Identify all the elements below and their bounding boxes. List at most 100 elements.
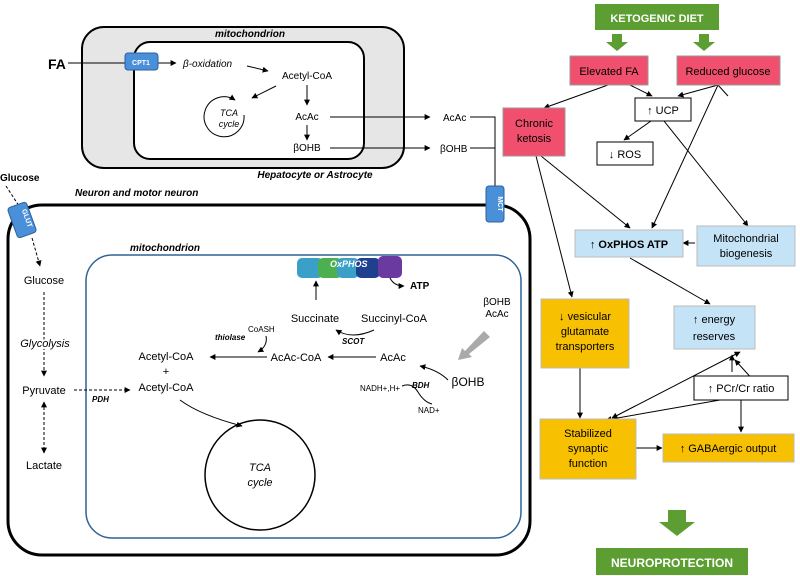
neuron-mitochondrion [85, 254, 522, 539]
tca-l1: TCA [249, 462, 271, 474]
scot-label: SCOT [342, 337, 365, 346]
grey-entry-arrow [458, 331, 490, 360]
tca-l2: cycle [247, 477, 272, 489]
pcr-label: ↑ PCr/Cr ratio [708, 383, 775, 395]
glucose-top-label: Glucose [0, 173, 40, 184]
green-down-arrow-bottom [659, 510, 695, 536]
bohb-out-label: βOHB [440, 144, 468, 155]
glycolysis-label: Glycolysis [20, 338, 70, 350]
oxphos-atp-label: ↑ OxPHOS ATP [590, 239, 668, 251]
mito-bio-l1: Mitochondrial [713, 233, 778, 245]
vesicular-l2: glutamate [561, 326, 609, 338]
bdh-arrow [419, 364, 449, 381]
stab-l3: function [569, 458, 608, 470]
elevated-fa-box [569, 55, 649, 86]
acetyl-coa-a: Acetyl-CoA [138, 351, 194, 363]
hep-acac: AcAc [295, 112, 318, 123]
acetyl-to-tca-arrow [251, 85, 277, 99]
coash-label: CoASH [248, 325, 275, 334]
reduced-glucose-label: Reduced glucose [685, 66, 770, 78]
mito-bio-l2: biogenesis [720, 248, 773, 260]
nadh-label: NADH+,H+ [360, 384, 400, 393]
vesicular-l3: transporters [556, 341, 615, 353]
glut-transporter [7, 201, 37, 239]
neuron-mito-title: mitochondrion [130, 243, 200, 254]
glucose-label: Glucose [24, 275, 64, 287]
green-down-arrow-left [606, 34, 628, 51]
coash-curve [257, 335, 267, 353]
oxphos-label: OxPHOS [330, 259, 368, 269]
reduced-glucose-box [676, 55, 781, 86]
neuron-title: Neuron and motor neuron [75, 188, 198, 199]
gaba-label: ↑ GABAergic output [680, 443, 777, 455]
neuron-tca-cycle [204, 419, 316, 531]
hep-bohb: βOHB [293, 143, 321, 154]
hep-tca-cycle [203, 94, 245, 138]
glucose-entry-line [5, 185, 20, 207]
mito-biogenesis-box [696, 225, 796, 267]
vesicular-box [540, 298, 630, 369]
cpt1-transporter [124, 52, 159, 71]
energy-l1: ↑ energy [693, 314, 736, 326]
chronic-ketosis-box [502, 107, 566, 157]
mct-transporter [485, 185, 505, 223]
pyruvate-label: Pyruvate [22, 385, 65, 397]
acac-inner-label: AcAc [380, 352, 406, 364]
hep-acetyl-coa: Acetyl-CoA [282, 71, 332, 82]
bohb-inner-label: βOHB [452, 375, 485, 389]
mct-label: MCT [496, 196, 503, 212]
chronic-l1: Chronic [515, 118, 553, 130]
stab-l2: synaptic [568, 443, 609, 455]
ucp-label: ↑ UCP [647, 105, 679, 117]
acac-coa-label: AcAc-CoA [271, 352, 322, 364]
lactate-label: Lactate [26, 460, 62, 472]
ketogenic-diet-box [595, 4, 719, 30]
thiolase-label: thiolase [215, 333, 246, 342]
hepatocyte-mitochondrion [133, 41, 365, 160]
elevated-fa-label: Elevated FA [579, 66, 639, 78]
pdh-label: PDH [92, 395, 109, 404]
green-down-arrow-right [693, 34, 715, 51]
beta-oxidation-label: β-oxidation [182, 59, 233, 70]
oxphos-complexes [297, 256, 402, 278]
ketogenic-diet-label: KETOGENIC DIET [610, 13, 704, 25]
acac-right-label: AcAc [485, 309, 508, 320]
bdh-label: BDH [412, 381, 430, 390]
chronic-l2: ketosis [517, 133, 552, 145]
ros-label: ↓ ROS [609, 149, 641, 161]
oxphos-atp-box [574, 229, 684, 258]
succinyl-coa-label: Succinyl-CoA [361, 313, 428, 325]
atp-label: ATP [410, 281, 430, 292]
plus-sign: + [163, 366, 169, 378]
flowchart-arrows [535, 84, 766, 451]
acac-out-label: AcAc [443, 113, 466, 124]
stab-l1: Stabilized [564, 428, 612, 440]
ros-box [596, 141, 654, 166]
hepatocyte-mito-title: mitochondrion [215, 29, 285, 40]
neuroprotection-label: NEUROPROTECTION [611, 556, 733, 570]
oxphos-to-atp-arrow [389, 277, 405, 289]
bohb-right-label: βOHB [483, 297, 511, 308]
boxid-to-acetyl-arrow [246, 65, 269, 73]
succinate-label: Succinate [291, 313, 339, 325]
hep-tca-l1: TCA [220, 108, 238, 118]
hep-tca-l2: cycle [219, 119, 240, 129]
acac-to-mct-line [470, 116, 496, 186]
gaba-box [662, 433, 795, 463]
ucp-box [634, 97, 692, 122]
neuroprotection-box [596, 548, 748, 575]
hepatocyte-caption: Hepatocyte or Astrocyte [257, 170, 373, 181]
vesicular-l1: ↓ vesicular [559, 311, 611, 323]
acetyl-to-tca-curve [179, 399, 243, 428]
nad-label: NAD+ [418, 406, 440, 415]
stabilized-box [539, 418, 637, 480]
nadh-curve [401, 384, 433, 405]
acetyl-coa-b: Acetyl-CoA [138, 382, 194, 394]
cpt1-label: CPT1 [132, 60, 150, 67]
scot-arrow [335, 329, 375, 336]
energy-l2: reserves [693, 331, 736, 343]
energy-reserves-box [673, 305, 756, 350]
fa-label: FA [48, 56, 66, 72]
pcr-box [693, 375, 789, 401]
